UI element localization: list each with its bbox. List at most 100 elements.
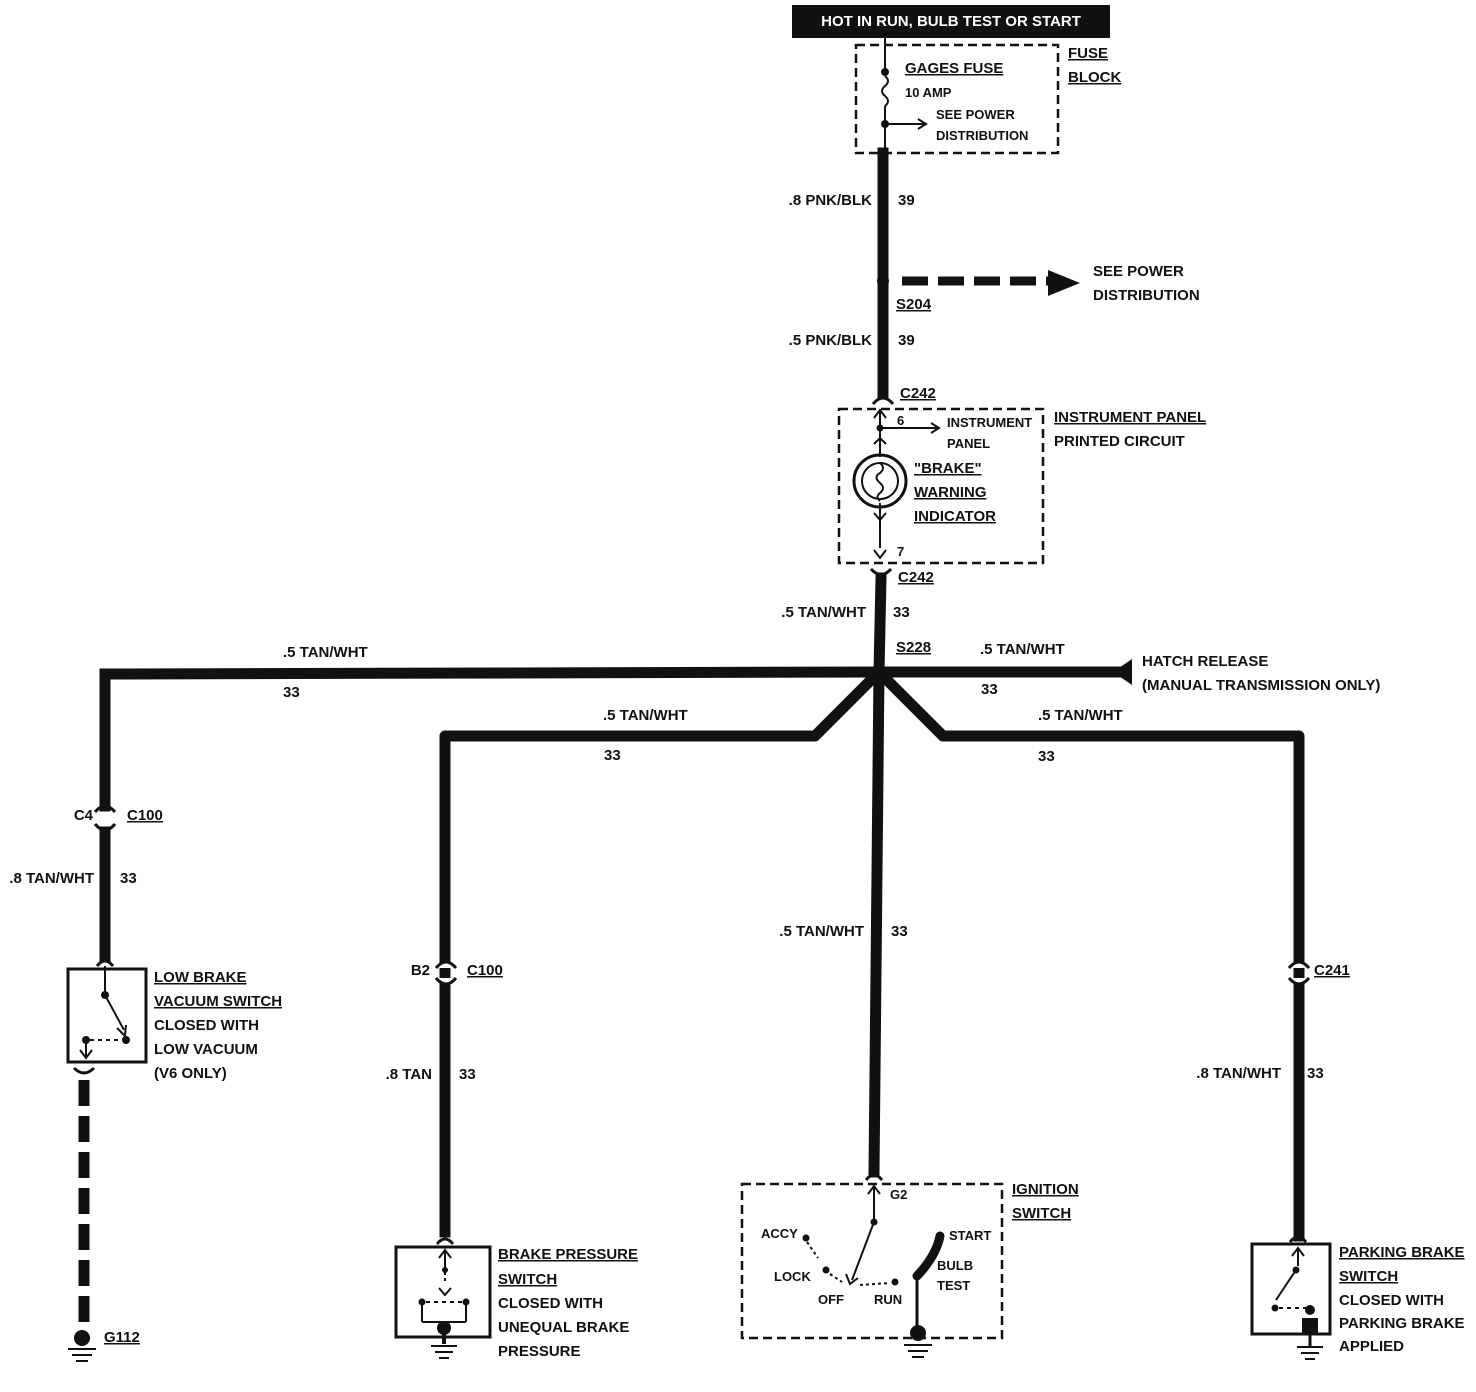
ignition-switch-box bbox=[740, 1182, 1004, 1340]
parking-line1: PARKING BRAKE bbox=[1339, 1244, 1465, 1261]
brake-indicator-line1: "BRAKE" bbox=[914, 460, 982, 477]
instrument-panel-box bbox=[837, 407, 1045, 565]
parking-line5: APPLIED bbox=[1339, 1338, 1404, 1355]
ignition-off: OFF bbox=[818, 1292, 844, 1307]
low-vacuum-line3: CLOSED WITH bbox=[154, 1017, 259, 1034]
low-vacuum-line4: LOW VACUUM bbox=[154, 1041, 258, 1058]
wire-ignition-feed bbox=[868, 666, 885, 1178]
connector-c100-b: C100 bbox=[467, 962, 503, 979]
parking-line4: PARKING BRAKE bbox=[1339, 1315, 1465, 1332]
wire-w1-circuit: 39 bbox=[898, 192, 915, 209]
brake-indicator-line2: WARNING bbox=[914, 484, 987, 501]
connector-c100-b-icon bbox=[434, 960, 458, 986]
hatch-release-connector-icon bbox=[1113, 659, 1132, 685]
fuse-block-box bbox=[854, 43, 1060, 155]
connector-c242-top: C242 bbox=[900, 385, 936, 402]
fuse-see-distribution: DISTRIBUTION bbox=[936, 128, 1028, 143]
connector-c241-icon bbox=[1287, 960, 1311, 986]
wire-left-bus bbox=[99, 666, 885, 680]
brake-indicator-line3: INDICATOR bbox=[914, 508, 996, 525]
low-vacuum-line5: (V6 ONLY) bbox=[154, 1065, 227, 1082]
wire-midleft-circuit: 33 bbox=[604, 747, 621, 764]
low-vacuum-switch-box bbox=[66, 967, 148, 1064]
ignition-test: TEST bbox=[937, 1278, 970, 1293]
power-source-banner bbox=[792, 5, 1110, 38]
instrument-panel-circuit bbox=[873, 408, 941, 560]
power-distribution-arrow-icon bbox=[1048, 270, 1080, 296]
parking-brake-switch-icon bbox=[1271, 1235, 1323, 1360]
ignition-title-1: IGNITION bbox=[1012, 1181, 1079, 1198]
connector-c4: C4 bbox=[74, 807, 94, 824]
splice-s228-label: S228 bbox=[896, 639, 931, 656]
instrument-panel-ref-1: INSTRUMENT bbox=[947, 415, 1032, 430]
connector-c242-top-icon bbox=[871, 396, 895, 406]
connector-g2: G2 bbox=[890, 1187, 907, 1202]
instrument-panel-title-1: INSTRUMENT PANEL bbox=[1054, 409, 1206, 426]
wire-lowvac-gauge: .8 TAN/WHT bbox=[9, 870, 94, 887]
ignition-start: START bbox=[949, 1228, 991, 1243]
wire-park-gauge: .8 TAN/WHT bbox=[1196, 1065, 1281, 1082]
instrument-panel-ref-2: PANEL bbox=[947, 436, 990, 451]
connector-c241: C241 bbox=[1314, 962, 1350, 979]
brake-pressure-line2: SWITCH bbox=[498, 1271, 557, 1288]
wire-w1-gauge: .8 PNK/BLK bbox=[789, 192, 873, 209]
ignition-bulb: BULB bbox=[937, 1258, 973, 1273]
wire-midright-gauge: .5 TAN/WHT bbox=[1038, 707, 1123, 724]
brake-pressure-line1: BRAKE PRESSURE bbox=[498, 1246, 638, 1263]
hatch-release-line2: (MANUAL TRANSMISSION ONLY) bbox=[1142, 677, 1380, 694]
instrument-panel-title-2: PRINTED CIRCUIT bbox=[1054, 433, 1185, 450]
wire-w3-gauge: .5 TAN/WHT bbox=[781, 604, 866, 621]
low-vacuum-switch-icon bbox=[79, 959, 130, 1060]
wire-left-gauge: .5 TAN/WHT bbox=[283, 644, 368, 661]
power-source-label: HOT IN RUN, BULB TEST OR START bbox=[821, 13, 1081, 30]
wire-press-circuit: 33 bbox=[459, 1066, 476, 1083]
wire-press-gauge: .8 TAN bbox=[386, 1066, 432, 1083]
wire-w2-circuit: 39 bbox=[898, 332, 915, 349]
parking-line2: SWITCH bbox=[1339, 1268, 1398, 1285]
fuse-block-title-1: FUSE bbox=[1068, 45, 1108, 62]
pin-6: 6 bbox=[897, 413, 904, 428]
hatch-release-line1: HATCH RELEASE bbox=[1142, 653, 1268, 670]
brake-pressure-line5: PRESSURE bbox=[498, 1343, 581, 1360]
wire-ign-circuit: 33 bbox=[891, 923, 908, 940]
power-dist-line2: DISTRIBUTION bbox=[1093, 287, 1200, 304]
wire-midleft-gauge: .5 TAN/WHT bbox=[603, 707, 688, 724]
fuse-see-power: SEE POWER bbox=[936, 107, 1015, 122]
pin-7: 7 bbox=[897, 544, 904, 559]
wire-w3-circuit: 33 bbox=[893, 604, 910, 621]
wire-hatch-gauge: .5 TAN/WHT bbox=[980, 641, 1065, 658]
ignition-accy: ACCY bbox=[761, 1226, 798, 1241]
ground-g112: G112 bbox=[104, 1329, 140, 1346]
ignition-lock: LOCK bbox=[774, 1269, 811, 1284]
ignition-run: RUN bbox=[874, 1292, 902, 1307]
wire-midright-branch bbox=[871, 664, 1305, 1242]
connector-c100-a: C100 bbox=[127, 807, 163, 824]
brake-pressure-line4: UNEQUAL BRAKE bbox=[498, 1319, 629, 1336]
low-vacuum-line1: LOW BRAKE bbox=[154, 969, 247, 986]
power-dist-line1: SEE POWER bbox=[1093, 263, 1184, 280]
wire-w2-gauge: .5 PNK/BLK bbox=[789, 332, 873, 349]
ignition-title-2: SWITCH bbox=[1012, 1205, 1071, 1222]
fuse-rating: 10 AMP bbox=[905, 85, 952, 100]
wire-hatch-circuit: 33 bbox=[981, 681, 998, 698]
brake-warning-bulb-icon bbox=[852, 453, 908, 509]
wire-tan-wht-to-s228 bbox=[873, 572, 887, 678]
wire-left-circuit: 33 bbox=[283, 684, 300, 701]
connector-b2: B2 bbox=[411, 962, 430, 979]
ignition-switch-icon bbox=[802, 1173, 945, 1358]
fuse-name: GAGES FUSE bbox=[905, 60, 1003, 77]
low-vacuum-ground-connector-icon bbox=[72, 1066, 96, 1075]
connector-c242-bottom: C242 bbox=[898, 569, 934, 586]
low-vacuum-line2: VACUUM SWITCH bbox=[154, 993, 282, 1010]
parking-line3: CLOSED WITH bbox=[1339, 1292, 1444, 1309]
wire-lowvac-circuit: 33 bbox=[120, 870, 137, 887]
wire-midleft-branch bbox=[439, 664, 887, 1238]
brake-pressure-line3: CLOSED WITH bbox=[498, 1295, 603, 1312]
ground-g112-icon bbox=[68, 1330, 96, 1362]
splice-s204-dot bbox=[877, 275, 889, 287]
fuse-symbol bbox=[881, 38, 928, 153]
wire-park-circuit: 33 bbox=[1307, 1065, 1324, 1082]
fuse-block-title-2: BLOCK bbox=[1068, 69, 1121, 86]
wire-midright-circuit: 33 bbox=[1038, 748, 1055, 765]
